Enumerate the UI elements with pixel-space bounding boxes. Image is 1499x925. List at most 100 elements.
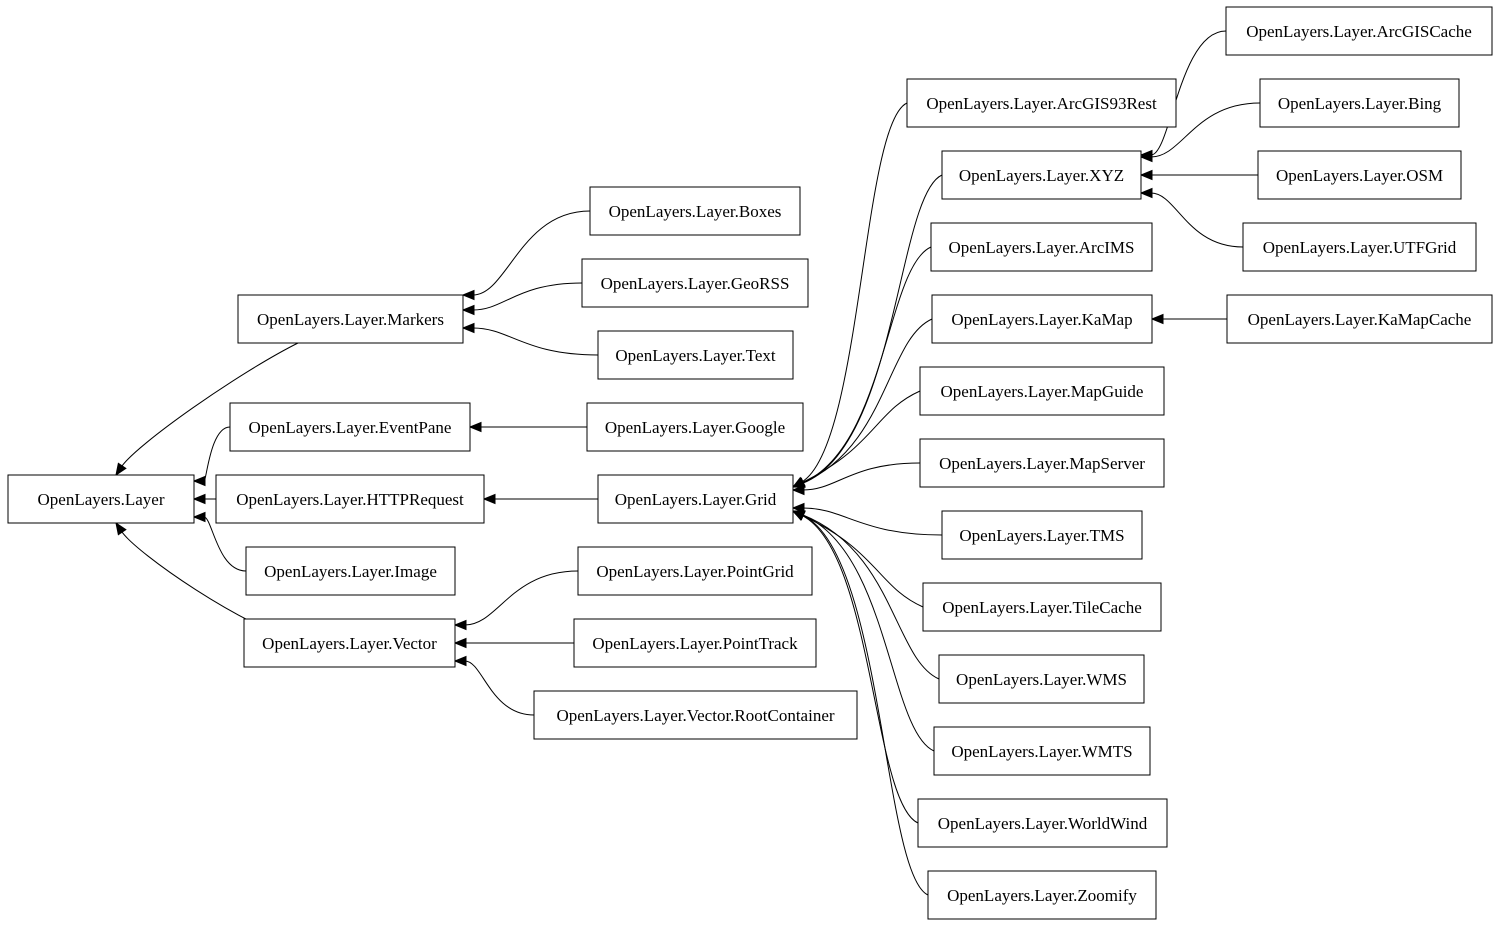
node-label: OpenLayers.Layer bbox=[38, 490, 165, 509]
arrowhead-icon bbox=[1139, 169, 1153, 181]
node-label: OpenLayers.Layer.GeoRSS bbox=[601, 274, 790, 293]
node-pointtrack: OpenLayers.Layer.PointTrack bbox=[573, 618, 817, 668]
node-label: OpenLayers.Layer.UTFGrid bbox=[1263, 238, 1457, 257]
arrowhead-icon bbox=[453, 637, 467, 649]
inheritance-edges bbox=[115, 30, 1261, 896]
node-label: OpenLayers.Layer.ArcGISCache bbox=[1246, 22, 1472, 41]
node-label: OpenLayers.Layer.WMS bbox=[956, 670, 1127, 689]
node-box bbox=[1226, 294, 1493, 344]
arrowhead-icon bbox=[791, 484, 805, 496]
node-box bbox=[922, 582, 1162, 632]
edge-mapguide-to-grid bbox=[801, 390, 921, 484]
arrowhead-icon bbox=[453, 619, 467, 631]
node-box bbox=[581, 258, 809, 308]
node-markers: OpenLayers.Layer.Markers bbox=[237, 294, 464, 344]
node-arcgis93rest: OpenLayers.Layer.ArcGIS93Rest bbox=[906, 78, 1177, 128]
node-wmts: OpenLayers.Layer.WMTS bbox=[933, 726, 1151, 776]
node-box bbox=[7, 474, 195, 524]
node-label: OpenLayers.Layer.EventPane bbox=[249, 418, 452, 437]
arrowhead-icon bbox=[468, 421, 482, 433]
arrowhead-icon bbox=[791, 502, 805, 514]
node-osm: OpenLayers.Layer.OSM bbox=[1257, 150, 1462, 200]
edge-mapserver-to-grid bbox=[802, 462, 921, 491]
node-label: OpenLayers.Layer.TMS bbox=[959, 526, 1124, 545]
edge-xyz-to-grid bbox=[802, 174, 943, 484]
node-box bbox=[577, 546, 813, 596]
node-kamap: OpenLayers.Layer.KaMap bbox=[931, 294, 1153, 344]
node-worldwind: OpenLayers.Layer.WorldWind bbox=[917, 798, 1168, 848]
node-box bbox=[586, 402, 804, 452]
node-box bbox=[215, 474, 485, 524]
node-box bbox=[941, 510, 1143, 560]
node-box bbox=[919, 366, 1165, 416]
node-label: OpenLayers.Layer.WorldWind bbox=[938, 814, 1148, 833]
node-label: OpenLayers.Layer.KaMapCache bbox=[1248, 310, 1472, 329]
node-label: OpenLayers.Layer.TileCache bbox=[942, 598, 1142, 617]
edge-utfgrid-to-xyz bbox=[1150, 192, 1244, 248]
edge-worldwind-to-grid bbox=[801, 515, 919, 824]
node-box bbox=[917, 798, 1168, 848]
node-label: OpenLayers.Layer.Bing bbox=[1278, 94, 1442, 113]
arrowhead-icon bbox=[192, 511, 206, 523]
node-label: OpenLayers.Layer.ArcIMS bbox=[949, 238, 1135, 257]
arrowhead-icon bbox=[115, 462, 127, 477]
arrowhead-icon bbox=[1139, 187, 1153, 199]
node-box bbox=[597, 330, 794, 380]
edge-arcims-to-grid bbox=[801, 246, 932, 484]
node-box bbox=[941, 150, 1142, 200]
node-box bbox=[243, 618, 456, 668]
node-label: OpenLayers.Layer.Vector bbox=[262, 634, 437, 653]
node-utfgrid: OpenLayers.Layer.UTFGrid bbox=[1242, 222, 1477, 272]
node-label: OpenLayers.Layer.Vector.RootContainer bbox=[556, 706, 834, 725]
node-layer: OpenLayers.Layer bbox=[7, 474, 195, 524]
edge-georss-to-markers bbox=[472, 282, 583, 311]
node-box bbox=[938, 654, 1145, 704]
node-label: OpenLayers.Layer.Zoomify bbox=[947, 886, 1137, 905]
node-label: OpenLayers.Layer.Grid bbox=[615, 490, 777, 509]
node-label: OpenLayers.Layer.MapGuide bbox=[941, 382, 1144, 401]
class-nodes: OpenLayers.Layer OpenLayers.Layer.Markers… bbox=[7, 6, 1493, 920]
node-box bbox=[237, 294, 464, 344]
node-tms: OpenLayers.Layer.TMS bbox=[941, 510, 1143, 560]
node-label: OpenLayers.Layer.MapServer bbox=[939, 454, 1145, 473]
node-box bbox=[919, 438, 1165, 488]
node-label: OpenLayers.Layer.ArcGIS93Rest bbox=[926, 94, 1157, 113]
edge-boxes-to-markers bbox=[472, 210, 591, 296]
arrowhead-icon bbox=[192, 493, 206, 505]
node-box bbox=[597, 474, 794, 524]
node-vector: OpenLayers.Layer.Vector bbox=[243, 618, 456, 668]
arrowhead-icon bbox=[1139, 151, 1153, 163]
node-mapserver: OpenLayers.Layer.MapServer bbox=[919, 438, 1165, 488]
node-google: OpenLayers.Layer.Google bbox=[586, 402, 804, 452]
arrowhead-icon bbox=[461, 322, 475, 334]
node-image: OpenLayers.Layer.Image bbox=[245, 546, 456, 596]
arrowhead-icon bbox=[1150, 313, 1164, 325]
node-label: OpenLayers.Layer.XYZ bbox=[959, 166, 1124, 185]
arrowhead-icon bbox=[192, 475, 206, 487]
arrowhead-icon bbox=[453, 655, 467, 667]
node-box bbox=[589, 186, 801, 236]
node-label: OpenLayers.Layer.KaMap bbox=[951, 310, 1132, 329]
node-label: OpenLayers.Layer.Google bbox=[605, 418, 785, 437]
node-arcgiscache: OpenLayers.Layer.ArcGISCache bbox=[1225, 6, 1493, 56]
node-bing: OpenLayers.Layer.Bing bbox=[1259, 78, 1460, 128]
edge-wms-to-grid bbox=[802, 514, 940, 680]
node-box bbox=[573, 618, 817, 668]
arrowhead-icon bbox=[482, 493, 496, 505]
edge-tilecache-to-grid bbox=[801, 514, 924, 608]
node-label: OpenLayers.Layer.WMTS bbox=[951, 742, 1132, 761]
edge-eventpane-to-layer bbox=[203, 426, 231, 482]
node-kamapcache: OpenLayers.Layer.KaMapCache bbox=[1226, 294, 1493, 344]
node-box bbox=[906, 78, 1177, 128]
edge-rootcontainer-to-vector bbox=[464, 660, 535, 716]
edge-markers-to-layer bbox=[121, 342, 299, 467]
node-box bbox=[1257, 150, 1462, 200]
arrowhead-icon bbox=[115, 521, 127, 536]
node-httprequest: OpenLayers.Layer.HTTPRequest bbox=[215, 474, 485, 524]
arrowhead-icon bbox=[791, 510, 806, 521]
node-label: OpenLayers.Layer.PointGrid bbox=[596, 562, 794, 581]
edge-arcgiscache-to-xyz bbox=[1150, 30, 1227, 156]
node-georss: OpenLayers.Layer.GeoRSS bbox=[581, 258, 809, 308]
node-grid: OpenLayers.Layer.Grid bbox=[597, 474, 794, 524]
